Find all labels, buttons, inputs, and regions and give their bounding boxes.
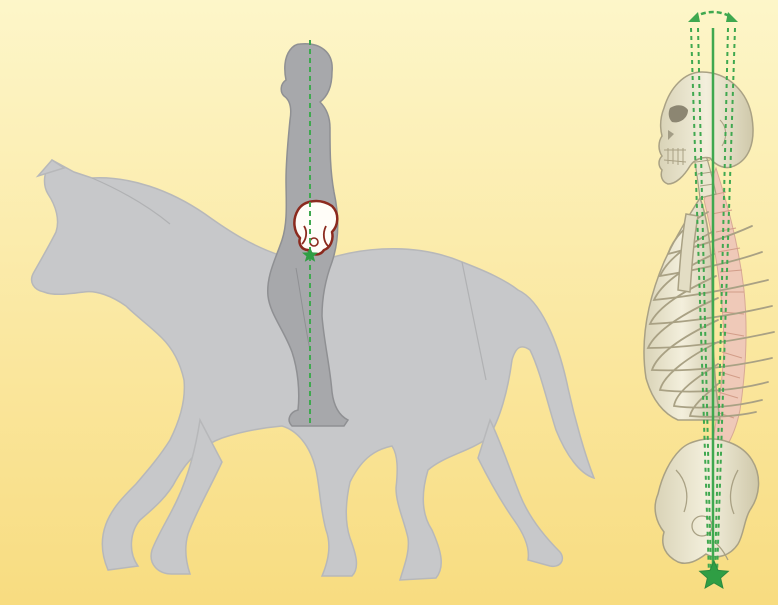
diagram-stage <box>0 0 778 605</box>
diagram-canvas <box>0 0 778 605</box>
